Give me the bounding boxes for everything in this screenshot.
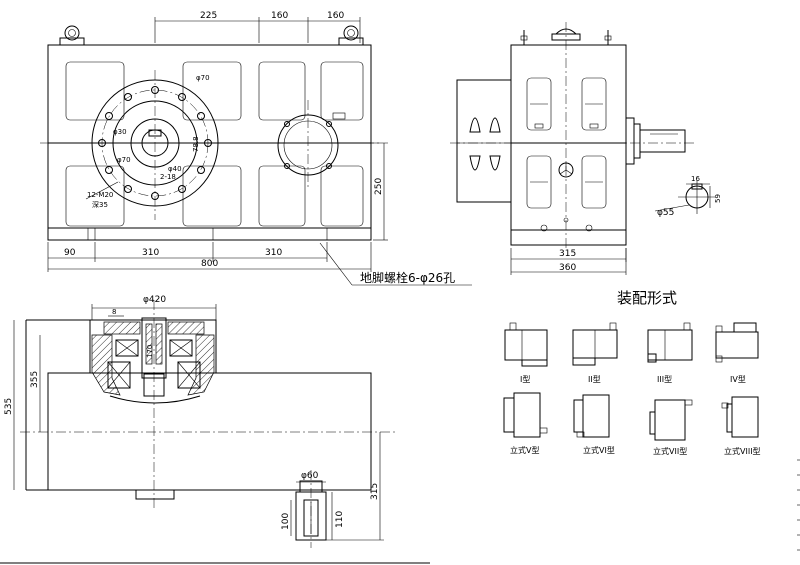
side-dim-360: 360 <box>559 263 576 273</box>
key-width-16: 16 <box>691 175 700 183</box>
assembly-type-8: 立式VIII型 <box>721 396 761 456</box>
type-5-label: 立式V型 <box>510 445 539 455</box>
shaft-section: 16 59 φ55 <box>654 175 722 218</box>
dim-250: 250 <box>374 178 384 195</box>
assembly-type-1: I型 <box>504 322 548 384</box>
dim-160-b: 160 <box>327 11 344 21</box>
dim-310-b: 310 <box>265 248 282 258</box>
type-1-label: I型 <box>520 375 530 384</box>
assembly-type-6: 立式VI型 <box>573 394 615 455</box>
lifting-lug-right <box>338 25 364 46</box>
type-7-label: 立式VII型 <box>653 446 687 456</box>
label-depth: 深35 <box>92 200 108 209</box>
assembly-type-7: 立式VII型 <box>649 399 693 456</box>
section-phi420: φ420 <box>143 295 166 305</box>
section-phi60: φ60 <box>301 471 319 481</box>
label-bolt: 12-M20 <box>87 191 113 199</box>
front-bottom-dimensions: 90 310 310 800 <box>47 242 372 272</box>
assembly-type-2: II型 <box>572 322 618 384</box>
section-dim-315: 315 <box>370 483 380 500</box>
section-dim-355: 355 <box>30 371 40 388</box>
dim-800: 800 <box>201 259 218 269</box>
key-height-59: 59 <box>714 194 722 203</box>
assembly-title: 装配形式 <box>617 289 677 307</box>
front-top-dimensions: 225 160 160 <box>154 11 361 43</box>
label-phi30: φ30 <box>113 128 127 136</box>
shaft-diameter-55: φ55 <box>657 208 674 218</box>
front-height-dimension: 250 <box>345 142 388 241</box>
dim-310-a: 310 <box>142 248 159 258</box>
label-78-8: 78.8 <box>192 136 200 152</box>
side-view: 16 59 φ55 315 360 <box>450 22 722 275</box>
label-2-18: 2-18 <box>160 173 176 181</box>
dim-160-a: 160 <box>271 11 288 21</box>
type-6-label: 立式VI型 <box>583 445 615 455</box>
section-dim-110: 110 <box>335 511 345 528</box>
type-3-label: III型 <box>657 375 672 384</box>
section-view: φ420 8 170 535 355 315 φ60 100 110 <box>4 295 395 548</box>
type-8-label: 立式VIII型 <box>724 446 761 456</box>
dim-90: 90 <box>64 248 76 258</box>
side-dim-315: 315 <box>559 249 576 259</box>
dim-225: 225 <box>200 11 217 21</box>
section-dim-535: 535 <box>4 398 14 415</box>
label-phi70b: φ70 <box>117 156 131 164</box>
section-dim-170: 170 <box>146 345 154 358</box>
type-2-label: II型 <box>588 375 601 384</box>
section-dim-100: 100 <box>281 513 291 530</box>
section-dim-8: 8 <box>112 308 116 316</box>
label-phi70: φ70 <box>196 74 210 82</box>
type-4-label: IV型 <box>730 375 746 384</box>
foundation-bolt-note: 地脚螺栓6-φ26孔 <box>360 270 455 285</box>
assembly-type-5: 立式V型 <box>503 392 548 455</box>
front-view: 225 160 160 90 310 310 800 250 φ70 φ30 <box>40 11 472 286</box>
lifting-lug-left <box>59 25 85 46</box>
assembly-forms: 装配形式 I型 II型 III型 <box>503 289 761 456</box>
label-phi40: φ40 <box>168 165 182 173</box>
assembly-type-4: IV型 <box>715 322 759 384</box>
assembly-type-3: III型 <box>647 322 693 384</box>
